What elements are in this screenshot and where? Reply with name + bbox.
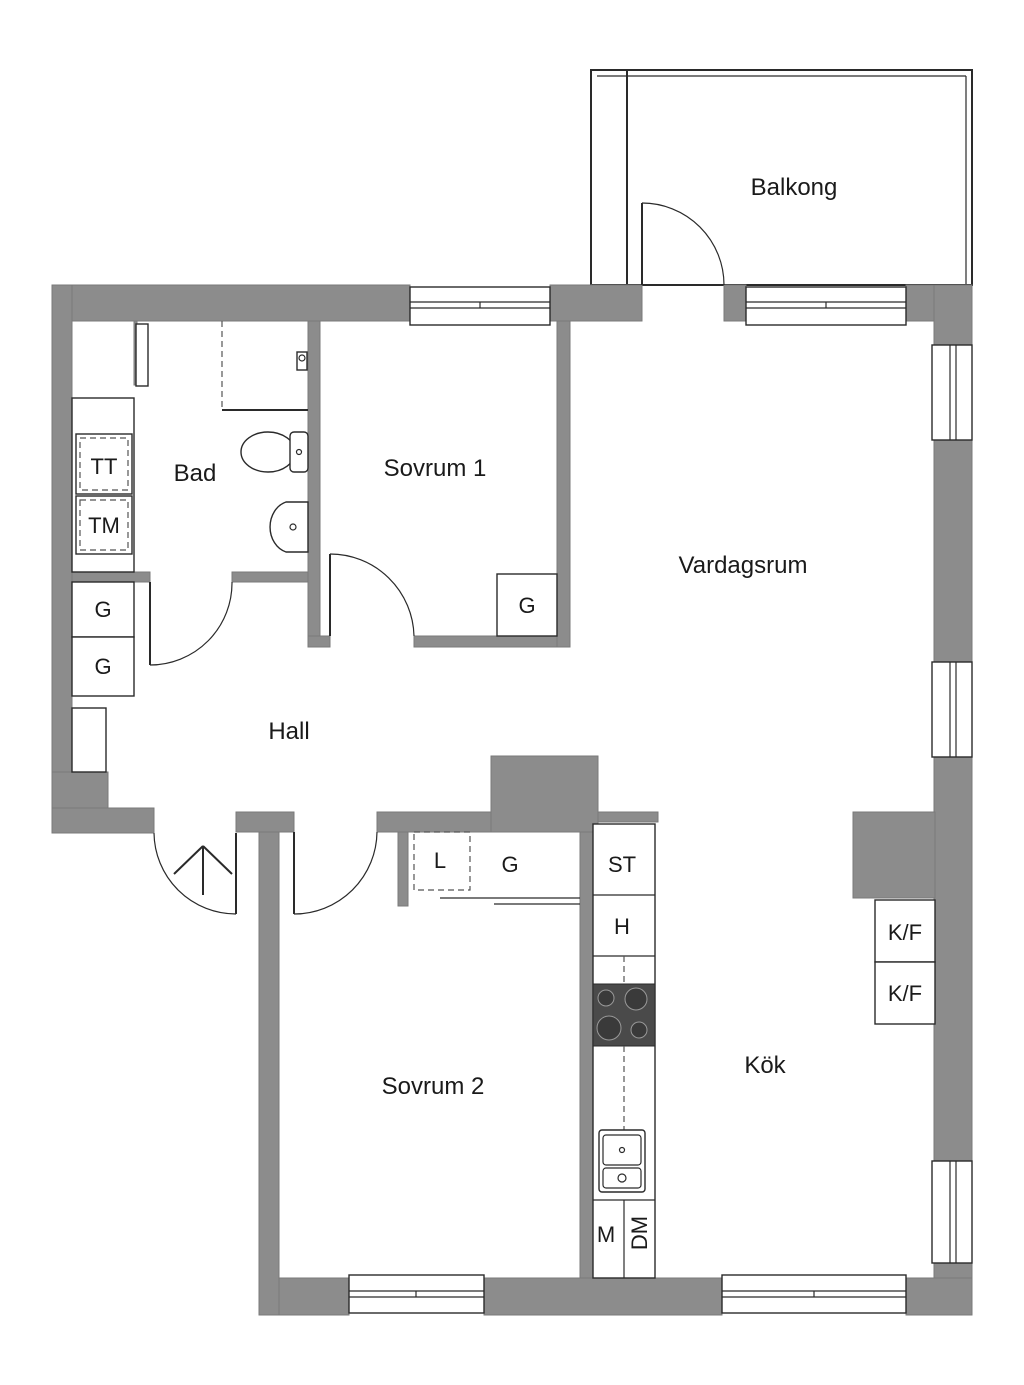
wall-bottom-left [51,807,155,834]
wall-top-mid [549,284,643,322]
door-sovrum1-swing [329,553,415,637]
label-g-sovrum2: G [501,852,518,877]
label-g-hall-2: G [94,654,111,679]
room-label-kok: Kök [744,1052,786,1079]
wall-right-2 [933,439,973,663]
room-label-sovrum1: Sovrum 1 [384,455,487,482]
label-kf-2: K/F [888,981,922,1006]
wall-bath-bottom-right [231,571,311,583]
label-h: H [614,914,630,939]
exterior-walls [51,284,973,1316]
closet-sovrum2: L G [413,831,580,905]
arrow-up-icon [173,845,233,895]
wall-top-door-right [723,284,747,322]
washing-machine [75,495,133,555]
wall-hall-bottom-mid [235,811,295,833]
hall-shelf [71,707,107,773]
wall-left [51,284,73,834]
wall-bath-bottom-left [71,571,151,583]
wardrobe-hall-2 [71,636,135,697]
wall-pillar-center [490,755,599,833]
label-l: L [434,848,446,873]
shower-head-icon [296,351,308,371]
window-kok-right [931,1160,973,1264]
sink-icon [598,1129,646,1193]
label-st: ST [608,852,636,877]
fridge-freezer-1 [874,899,936,963]
wall-sovrum2-left [258,811,280,1316]
door-balkong-swing [641,202,725,286]
door-bad-swing [149,581,233,666]
wall-bottom-3 [905,1277,973,1316]
wall-closet [397,831,409,907]
room-labels: Balkong Bad Sovrum 1 Vardagsrum Hall Sov… [174,174,838,1100]
cooktop-icon [592,983,656,1047]
washbasin-icon [269,501,309,553]
wall-sovrum1-right [556,320,571,648]
window-vardagsrum-right-2 [931,661,973,758]
label-g-hall-1: G [94,597,111,622]
toilet-icon [240,431,309,473]
room-label-vardagsrum: Vardagsrum [679,552,808,579]
kitchen-counter: ST H M DM [592,823,656,1279]
doors [149,202,725,915]
wardrobe-hall-1 [71,581,135,638]
room-label-hall: Hall [268,718,309,745]
tumble-dryer [75,433,133,495]
radiator [135,323,149,387]
hall-fixtures: G G [71,581,135,773]
label-kf-1: K/F [888,920,922,945]
balcony [590,69,973,286]
wardrobe-sovrum1 [496,573,558,637]
wall-hall-bottom-right [376,811,498,833]
wall-sovrum1-bottom-left [307,635,331,648]
linen-closet [413,831,471,891]
wall-bath-sovrum1 [307,320,321,648]
wall-sovrum1-bottom-right [413,635,571,648]
wall-right-pillar [852,811,936,899]
room-label-balkong: Balkong [751,174,838,201]
bathroom-fixtures: TT TM [71,321,309,573]
balcony-outline [590,69,973,286]
label-dm: DM [627,1216,652,1250]
wall-right-1 [933,284,973,346]
label-m: M [597,1222,615,1247]
label-tm: TM [88,513,120,538]
wall-bottom-2 [483,1277,723,1316]
wall-sovrum2-kitchen [579,831,594,1279]
door-entrance-swing [153,832,237,915]
windows [348,286,973,1314]
wall-kitchen-top [597,811,659,823]
room-label-sovrum2: Sovrum 2 [382,1073,485,1100]
room-label-bad: Bad [174,460,217,487]
fridge-freezer-2 [874,961,936,1025]
wall-right-3 [933,756,973,1162]
door-sovrum2-swing [293,831,378,915]
fridge-freezer: K/F K/F [874,899,936,1025]
label-g-sovrum1: G [518,593,535,618]
window-vardagsrum-right-1 [931,344,973,441]
wall-top-left [51,284,411,322]
label-tt: TT [91,454,118,479]
